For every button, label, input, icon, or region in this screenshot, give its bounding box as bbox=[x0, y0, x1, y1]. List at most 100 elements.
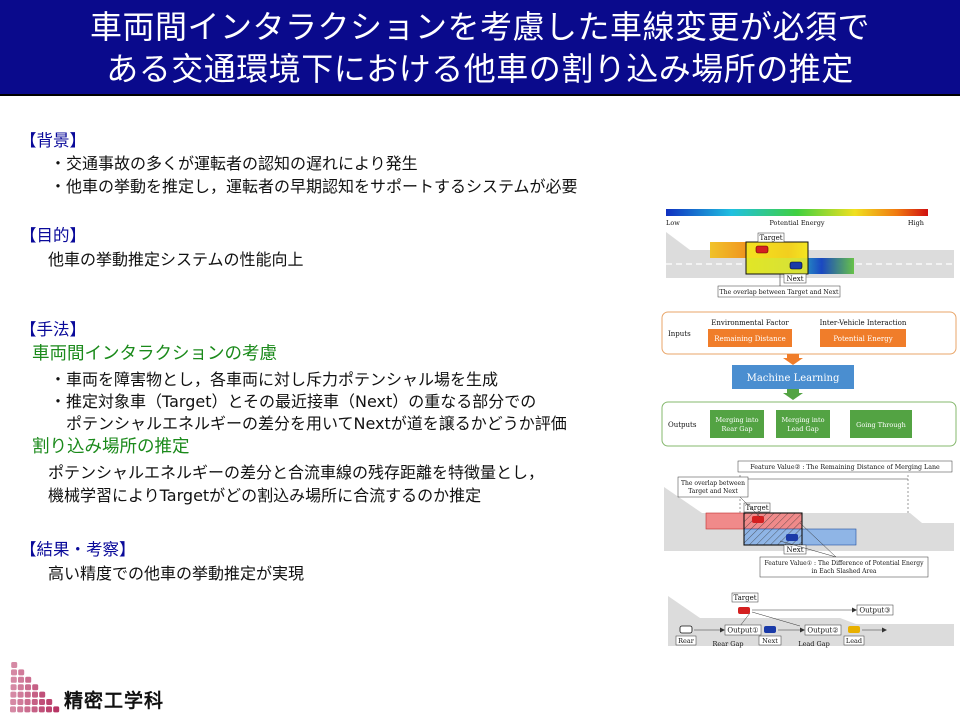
method-sub2-heading: 割り込み場所の推定 bbox=[32, 437, 190, 457]
figure-feature-values-svg: Feature Value② : The Remaining Distance … bbox=[664, 460, 954, 578]
logo-mark-icon bbox=[10, 662, 60, 713]
logo-cell bbox=[46, 699, 53, 705]
logo-cell bbox=[17, 691, 24, 698]
next-tag-2 bbox=[783, 544, 807, 555]
logo-cell bbox=[24, 699, 31, 705]
overlap-callout-line2: Target and Next bbox=[688, 488, 738, 495]
figure-ml-pipeline: Inputs Environmental Factor Inter-Vehicl… bbox=[660, 310, 960, 452]
output-lead-gap-line1: Merging into bbox=[781, 416, 824, 424]
overlap-outline-2 bbox=[743, 512, 803, 546]
target-car-3 bbox=[738, 607, 750, 614]
logo-cell bbox=[24, 706, 31, 713]
logo-cell bbox=[46, 706, 52, 713]
next-tag-3-text: Next bbox=[762, 637, 778, 645]
title-bar: 車両間インタラクションを考慮した車線変更が必須で ある交通環境下における他車の割… bbox=[0, 0, 960, 96]
rear-tag-text: Rear bbox=[678, 637, 695, 645]
figure-potential-energy-svg: Low Potential Energy High Target Next Th… bbox=[666, 209, 954, 298]
figure-merge-outputs-svg: Target Output③ Rear Output① Rear Gap Nex… bbox=[668, 592, 954, 648]
arrow-down-green bbox=[783, 389, 803, 400]
results-heading: 【結果・考察】 bbox=[20, 540, 136, 559]
output-rear-gap-line2: Rear Gap bbox=[721, 425, 752, 433]
logo-text: 精密工学科 bbox=[64, 690, 165, 712]
colorbar bbox=[666, 209, 928, 216]
logo-cell bbox=[39, 699, 45, 705]
overlap-callout-pointer bbox=[739, 496, 761, 518]
feature1-pointer-a bbox=[799, 522, 837, 558]
logo-cell bbox=[17, 684, 24, 691]
logo-cell bbox=[53, 706, 60, 713]
logo-cell bbox=[17, 706, 24, 713]
lead-gap-label: Lead Gap bbox=[798, 640, 830, 648]
output3-text: Output③ bbox=[859, 607, 890, 615]
logo-cell bbox=[32, 691, 38, 698]
outputs-label: Outputs bbox=[668, 421, 697, 429]
arrow-to-output1 bbox=[739, 612, 751, 627]
feature1-box bbox=[759, 556, 929, 578]
arrow-down-orange bbox=[783, 354, 803, 365]
feature2-text: Feature Value② : The Remaining Distance … bbox=[750, 464, 940, 471]
rear-tag bbox=[675, 635, 697, 646]
output-going-through-text: Going Through bbox=[856, 421, 906, 429]
logo-cell bbox=[31, 706, 38, 713]
output1-text: Output① bbox=[727, 627, 758, 635]
inputs-panel bbox=[661, 311, 957, 355]
target-tag-2 bbox=[743, 502, 771, 513]
potential-energy-box bbox=[820, 329, 906, 347]
text-column: 【背景】 ・交通事故の多くが運転者の認知の遅れにより発生 ・他車の挙動を推定し，… bbox=[20, 131, 578, 583]
title-line-2: ある交通環境下における他車の割り込み場所の推定 bbox=[106, 50, 854, 88]
env-factor-label: Environmental Factor bbox=[711, 319, 789, 327]
merge-lane-3 bbox=[668, 618, 856, 624]
output-lead-gap-line2: Lead Gap bbox=[787, 425, 819, 433]
logo-cell bbox=[17, 699, 24, 705]
output-rear-gap-line1: Merging into bbox=[715, 416, 758, 424]
rear-arrow-head bbox=[720, 627, 725, 633]
logo-cell bbox=[39, 691, 46, 698]
colorbar-high-label: High bbox=[908, 219, 924, 227]
method-sub2-line-1: ポテンシャルエネルギーの差分と合流車線の残存距離を特徴量とし， bbox=[48, 463, 545, 482]
overlap-caption-box bbox=[717, 285, 841, 298]
next-tag bbox=[783, 273, 807, 284]
target-tag-3-text: Target bbox=[733, 594, 756, 602]
logo-cell bbox=[24, 691, 31, 698]
machine-learning-text: Machine Learning bbox=[747, 373, 840, 384]
colorbar-title: Potential Energy bbox=[769, 219, 824, 227]
logo-cell bbox=[31, 699, 38, 705]
logo-cell bbox=[18, 669, 25, 676]
output1-box bbox=[724, 624, 762, 636]
logo-cell bbox=[18, 676, 24, 683]
target-tag-2-text: Target bbox=[745, 504, 768, 512]
overlap-callout-box bbox=[677, 476, 749, 498]
feature1-line1: Feature Value① : The Difference of Poten… bbox=[764, 560, 924, 567]
logo-cell bbox=[25, 684, 31, 691]
background-bullet-2: ・他車の挙動を推定し，運転者の早期認知をサポートするシステムが必要 bbox=[50, 177, 578, 196]
rear-gap-label: Rear Gap bbox=[712, 640, 743, 648]
method-sub1-heading: 車両間インタラクションの考慮 bbox=[32, 344, 277, 364]
next-tag-3 bbox=[758, 635, 782, 646]
results-text: 高い精度での他車の挙動推定が実現 bbox=[48, 564, 305, 583]
output3-box bbox=[856, 604, 894, 616]
remaining-distance-text: Remaining Distance bbox=[714, 335, 785, 343]
purpose-text: 他車の挙動推定システムの性能向上 bbox=[48, 250, 304, 269]
figure-merge-outputs: Target Output③ Rear Output① Rear Gap Nex… bbox=[660, 590, 960, 654]
next-car-3 bbox=[764, 626, 776, 633]
lead-car bbox=[848, 626, 860, 633]
potential-energy-text: Potential Energy bbox=[833, 335, 892, 343]
inter-vehicle-label: Inter-Vehicle Interaction bbox=[820, 319, 907, 327]
target-tag-text: Target bbox=[759, 234, 782, 242]
logo-cell bbox=[10, 676, 17, 683]
method-sub1-bullet-1: ・車両を障害物とし，各車両に対し斥力ポテンシャル場を生成 bbox=[50, 370, 499, 389]
output-going-through-box bbox=[850, 410, 912, 438]
logo-cell bbox=[32, 684, 39, 691]
method-sub2-line-2: 機械学習によりTargetがどの割込み場所に合流するのか推定 bbox=[48, 486, 482, 505]
next-tag-text: Next bbox=[786, 275, 803, 283]
rear-car bbox=[679, 625, 693, 634]
logo-cell bbox=[10, 706, 16, 713]
merge-lane-ramp bbox=[666, 232, 690, 250]
next-arrow-head bbox=[800, 627, 805, 633]
remaining-distance-box bbox=[708, 329, 792, 347]
figure-potential-energy: Low Potential Energy High Target Next Th… bbox=[660, 206, 960, 304]
target-tag-3 bbox=[731, 592, 759, 603]
feature1-line2: in Each Slashed Area bbox=[812, 568, 877, 575]
merge-lane-ramp-2 bbox=[664, 487, 702, 513]
overlap-caption: The overlap between Target and Next bbox=[720, 289, 839, 296]
